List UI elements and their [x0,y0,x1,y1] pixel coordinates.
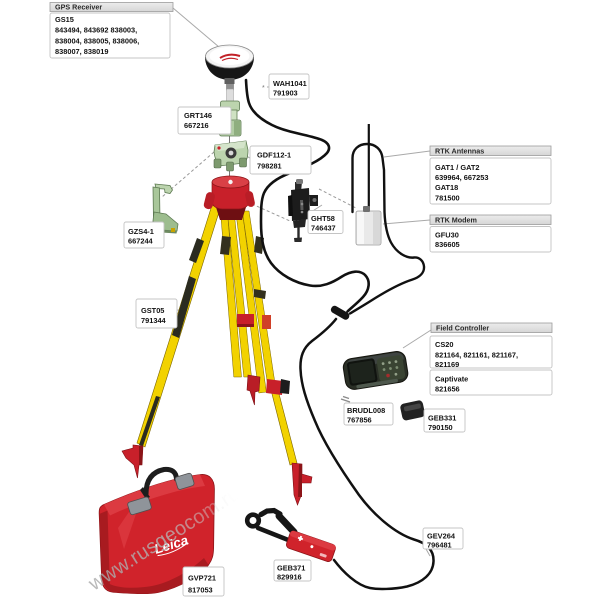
svg-text:GST05: GST05 [141,306,164,315]
svg-text:BRUDL008: BRUDL008 [347,406,385,415]
svg-text:667244: 667244 [128,237,154,246]
svg-text:*: * [262,85,265,92]
svg-text:790150: 790150 [428,423,453,432]
svg-text:GRT146: GRT146 [184,111,212,120]
svg-text:GEB371: GEB371 [277,564,305,573]
svg-text:GPS Receiver: GPS Receiver [55,3,102,12]
svg-text:GZS4-1: GZS4-1 [128,227,154,236]
svg-text:Field Controller: Field Controller [436,323,489,332]
svg-text:667216: 667216 [184,121,209,130]
svg-text:817053: 817053 [188,586,213,595]
svg-text:836605: 836605 [435,240,460,249]
svg-text:GDF112-1: GDF112-1 [257,151,291,160]
svg-text:RTK Antennas: RTK Antennas [435,146,484,155]
svg-text:GAT18: GAT18 [435,183,458,192]
svg-text:GFU30: GFU30 [435,231,459,240]
svg-text:791903: 791903 [273,89,298,98]
svg-text:821656: 821656 [435,385,460,394]
svg-text:798281: 798281 [257,162,282,171]
svg-text:791344: 791344 [141,316,167,325]
svg-text:796481: 796481 [427,541,452,550]
svg-text:GHT58: GHT58 [311,214,335,223]
svg-text:746437: 746437 [311,224,336,233]
svg-text:GVP721: GVP721 [188,574,216,583]
svg-text:Captivate: Captivate [435,375,468,384]
svg-text:821169: 821169 [435,360,459,369]
svg-text:GAT1 / GAT2: GAT1 / GAT2 [435,163,479,172]
svg-text:821164, 821161, 821167,: 821164, 821161, 821167, [435,351,518,360]
svg-text:781500: 781500 [435,194,460,203]
svg-text:639964, 667253: 639964, 667253 [435,173,488,182]
svg-text:CS20: CS20 [435,340,454,349]
svg-text:767856: 767856 [347,416,372,425]
svg-text:RTK Modem: RTK Modem [435,215,477,224]
svg-text:GEB331: GEB331 [428,414,456,423]
svg-text:843494, 843692 838003,: 843494, 843692 838003, [55,26,137,35]
svg-text:829916: 829916 [277,573,302,582]
svg-text:GEV264: GEV264 [427,532,456,541]
svg-text:838007, 838019: 838007, 838019 [55,47,108,56]
svg-text:GS15: GS15 [55,15,74,24]
svg-text:WAH1041: WAH1041 [273,79,307,88]
svg-text:838004, 838005, 838006,: 838004, 838005, 838006, [55,36,139,45]
